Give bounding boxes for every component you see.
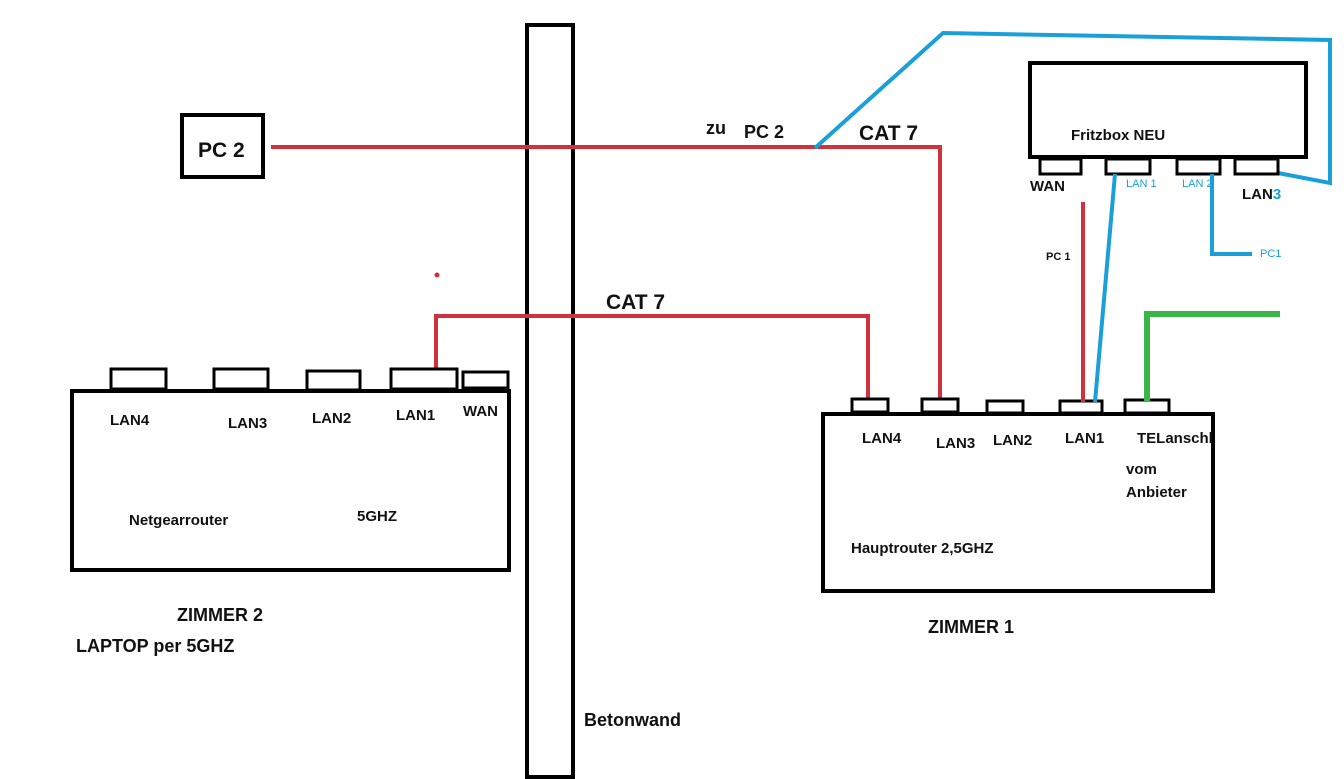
hauptrouter-port-lan2 (985, 399, 1025, 415)
hauptrouter-tel-label: TELanschl (1137, 430, 1213, 447)
fritzbox-lan2-pc1-cable (1210, 174, 1252, 256)
netgear-band-label: 5GHZ (357, 508, 397, 525)
room2-title: ZIMMER 2 (177, 605, 263, 625)
netgear-lan4-label: LAN4 (110, 412, 150, 429)
pc2-box (180, 113, 265, 179)
fritzbox-port-lan1 (1104, 157, 1152, 176)
fritzbox-port-lan3 (1233, 157, 1280, 176)
fritzbox-box (1028, 61, 1308, 159)
hauptrouter-lan3-label: LAN3 (936, 435, 975, 452)
fritzbox-lan2-label: LAN 2 (1182, 178, 1213, 190)
netgear-port-wan (461, 370, 510, 390)
fritzbox-port-lan2 (1175, 157, 1222, 176)
hauptrouter-name-label: Hauptrouter 2,5GHZ (851, 540, 994, 557)
pc2-label: PC 2 (198, 139, 245, 162)
netgear-port-lan4 (109, 367, 168, 391)
netgear-port-lan1 (389, 367, 459, 391)
room2-subtitle: LAPTOP per 5GHZ (76, 636, 234, 656)
netgear-router-box (70, 389, 511, 572)
hauptrouter-lan1-label: LAN1 (1065, 430, 1104, 447)
hauptrouter-box (821, 412, 1215, 593)
netgear-wan-label: WAN (463, 403, 498, 420)
provider-line-green (1144, 311, 1280, 402)
fritzbox-port-wan (1038, 157, 1083, 176)
concrete-wall (525, 23, 575, 779)
hauptrouter-provider-line2: Anbieter (1126, 484, 1187, 501)
netgear-lan3-label: LAN3 (228, 415, 267, 432)
fritzbox-lan1-label: LAN 1 (1126, 178, 1157, 190)
cable-cat7-top-label: CAT 7 (859, 122, 918, 145)
fritzbox-name-label: Fritzbox NEU (1071, 127, 1165, 144)
cable-pc2-label: PC 2 (744, 122, 784, 142)
room1-title: ZIMMER 1 (928, 617, 1014, 637)
red-dot (434, 272, 440, 278)
cable-cat7-mid-label: CAT 7 (606, 291, 665, 314)
hauptrouter-port-lan4 (850, 397, 890, 414)
cable-zu-label: zu (706, 118, 726, 138)
hauptrouter-lan4-label: LAN4 (862, 430, 902, 447)
fritzbox-lan3-label: LAN3 (1242, 186, 1281, 203)
pc1-blue-label: PC1 (1260, 248, 1281, 260)
pc1-red-label: PC 1 (1046, 251, 1070, 263)
fritzbox-wan-label: WAN (1030, 178, 1065, 195)
netgear-port-lan3 (212, 367, 270, 391)
hauptrouter-lan2-label: LAN2 (993, 432, 1032, 449)
netgear-cat7-cable (434, 314, 870, 400)
pc2-cat7-cable (271, 145, 942, 400)
netgear-port-lan2 (305, 369, 362, 392)
fritzbox-lan3-cable (813, 30, 1332, 186)
netgear-lan2-label: LAN2 (312, 410, 351, 427)
netgear-name-label: Netgearrouter (129, 512, 228, 529)
hauptrouter-port-lan3 (920, 397, 960, 414)
wall-label: Betonwand (584, 710, 681, 730)
hauptrouter-port-lan1 (1058, 399, 1104, 415)
netgear-lan1-label: LAN1 (396, 407, 435, 424)
hauptrouter-provider-line1: vom (1126, 461, 1157, 478)
fritzbox-lan1-cable (1093, 173, 1117, 403)
